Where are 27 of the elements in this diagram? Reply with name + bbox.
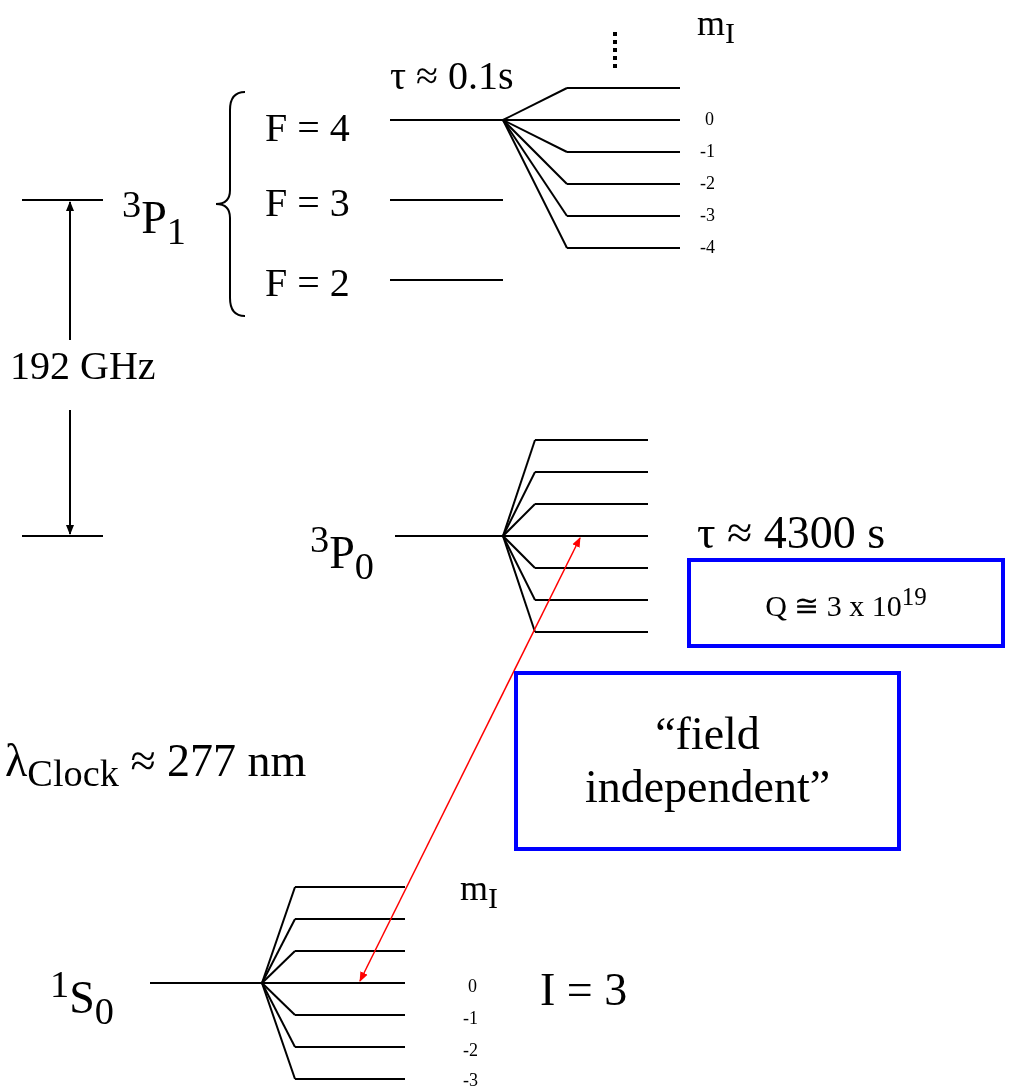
transition-arrow [359, 537, 581, 982]
sublevel-number: -4 [700, 238, 715, 257]
text-box: “field independent” [514, 671, 901, 851]
quantum-number-label: m$_{I}$ [460, 870, 498, 914]
level-label: F = 4 [265, 108, 350, 148]
sublevel-line [534, 535, 649, 537]
sublevel-number: 0 [705, 110, 714, 129]
sublevel-line [294, 982, 406, 984]
lifetime-label: τ ≈ 0.1s [390, 56, 514, 96]
text-box: Q ≅ 3 x 10$^{19}$ [687, 558, 1005, 648]
sublevel-number: 0 [468, 977, 477, 996]
state-label: $^{3}$P$_{1}$ [122, 184, 186, 250]
sublevel-number: -3 [463, 1071, 478, 1090]
frequency-label: 192 GHz [10, 346, 156, 386]
sublevel-number: -2 [700, 174, 715, 193]
quantum-number-label: m$_{I}$ [697, 5, 735, 49]
sublevel-number: -2 [463, 1041, 478, 1060]
sublevel-number: -1 [463, 1009, 478, 1028]
state-label: $^{3}$P$_{0}$ [310, 519, 374, 585]
state-label: $^{1}$S$_{0}$ [50, 964, 114, 1030]
sublevel-number: -3 [700, 206, 715, 225]
sublevel-number: -1 [700, 142, 715, 161]
wavelength-label: λ$_{Clock}$ ≈ 277 nm [5, 737, 307, 793]
lifetime-label: τ ≈ 4300 s [697, 509, 886, 556]
spin-label: I = 3 [540, 966, 628, 1013]
level-label: F = 3 [265, 183, 350, 223]
level-label: F = 2 [265, 263, 350, 303]
